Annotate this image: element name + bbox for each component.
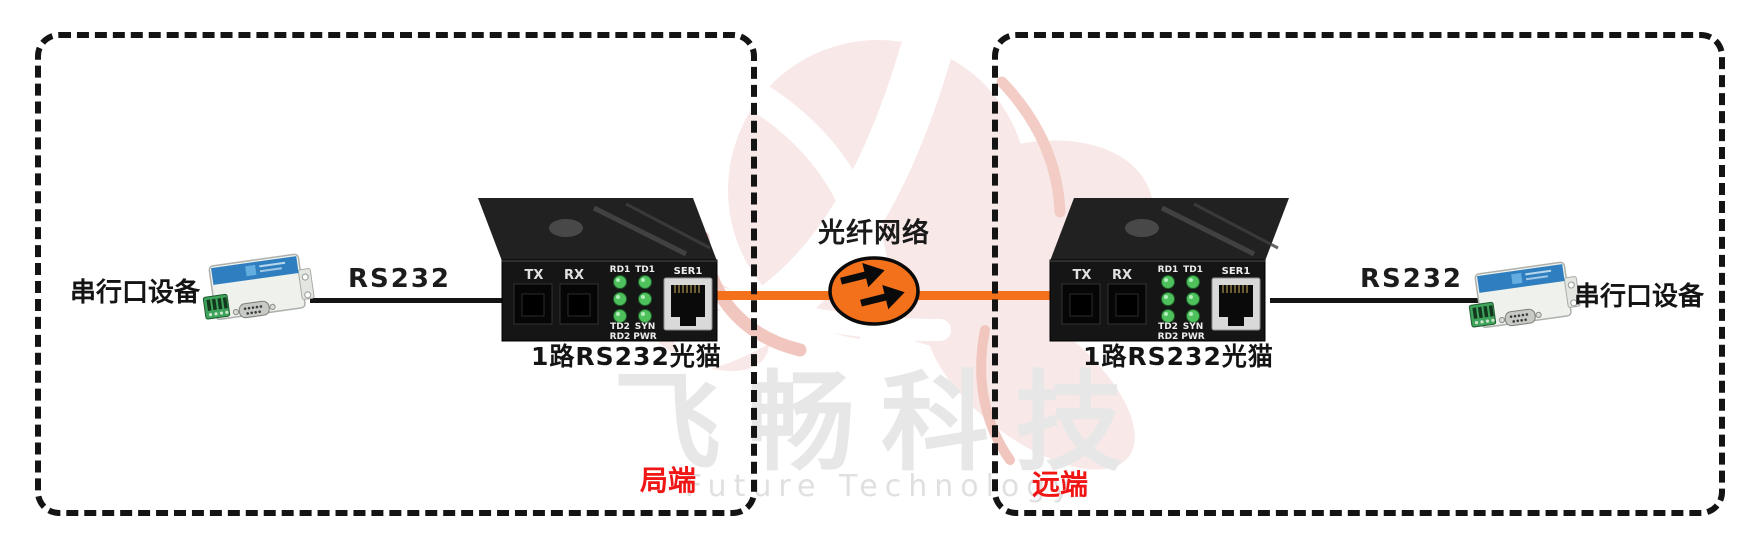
modem-caption-remote: 1路RS232光猫 xyxy=(1083,342,1274,371)
led-label-rd1: RD1 xyxy=(1158,265,1179,275)
optical-modem-remote: TX RX RD1 TD1 TD2 SYN RD2 PWR SER1 xyxy=(1049,198,1289,342)
remote-zone-label: 远端 xyxy=(1032,468,1089,501)
led-label-syn: SYN xyxy=(1183,322,1204,332)
led-label-td1: TD1 xyxy=(1183,265,1203,275)
status-leds xyxy=(1161,275,1200,323)
led-label-td1: TD1 xyxy=(635,265,655,275)
led-label-rd1: RD1 xyxy=(610,265,631,275)
led-label-pwr: PWR xyxy=(633,332,657,342)
modem-caption-local: 1路RS232光猫 xyxy=(531,342,722,371)
modem-top-logo xyxy=(549,219,583,237)
rs232-link-line-remote xyxy=(1270,298,1478,303)
fiber-network-label: 光纤网络 xyxy=(818,218,930,249)
serial-device-label-local: 串行口设备 xyxy=(70,278,201,308)
status-leds xyxy=(613,275,652,323)
modem-top-logo xyxy=(1125,219,1159,237)
led-label-syn: SYN xyxy=(635,322,656,332)
serial-device-local xyxy=(202,253,315,321)
rx-port-label: RX xyxy=(1112,268,1132,283)
ser1-port-label: SER1 xyxy=(674,266,703,277)
led-label-td2: TD2 xyxy=(610,322,630,332)
rs232-label-remote: RS232 xyxy=(1360,264,1464,294)
serial-device-remote xyxy=(1468,261,1581,329)
rs232-link-line-local xyxy=(310,298,502,303)
ser1-rj45-port xyxy=(663,277,713,331)
rx-fiber-port xyxy=(1107,283,1147,325)
modem-top-face xyxy=(1050,198,1289,261)
serial-device-label-remote: 串行口设备 xyxy=(1574,282,1705,312)
modem-top-face xyxy=(478,198,717,261)
tx-port-label: TX xyxy=(1073,268,1092,283)
led-label-rd2: RD2 xyxy=(610,332,631,342)
transfer-arrows-icon xyxy=(840,262,905,310)
optical-modem-local: TX RX RD1 TD1 TD2 SYN RD2 PWR SER1 xyxy=(478,198,718,342)
led-label-rd2: RD2 xyxy=(1158,332,1179,342)
fiber-network-node xyxy=(828,256,920,326)
led-label-td2: TD2 xyxy=(1158,322,1178,332)
rs232-label-local: RS232 xyxy=(348,264,452,294)
watermark-company-tagline: Future Technology xyxy=(684,469,1078,504)
tx-port-label: TX xyxy=(525,268,544,283)
watermark-company-name: 飞畅科技 xyxy=(612,361,1150,486)
led-label-pwr: PWR xyxy=(1181,332,1205,342)
ser1-port-label: SER1 xyxy=(1222,266,1251,277)
ser1-rj45-port xyxy=(1211,277,1261,331)
rx-port-label: RX xyxy=(564,268,584,283)
local-zone-label: 局端 xyxy=(640,464,697,497)
